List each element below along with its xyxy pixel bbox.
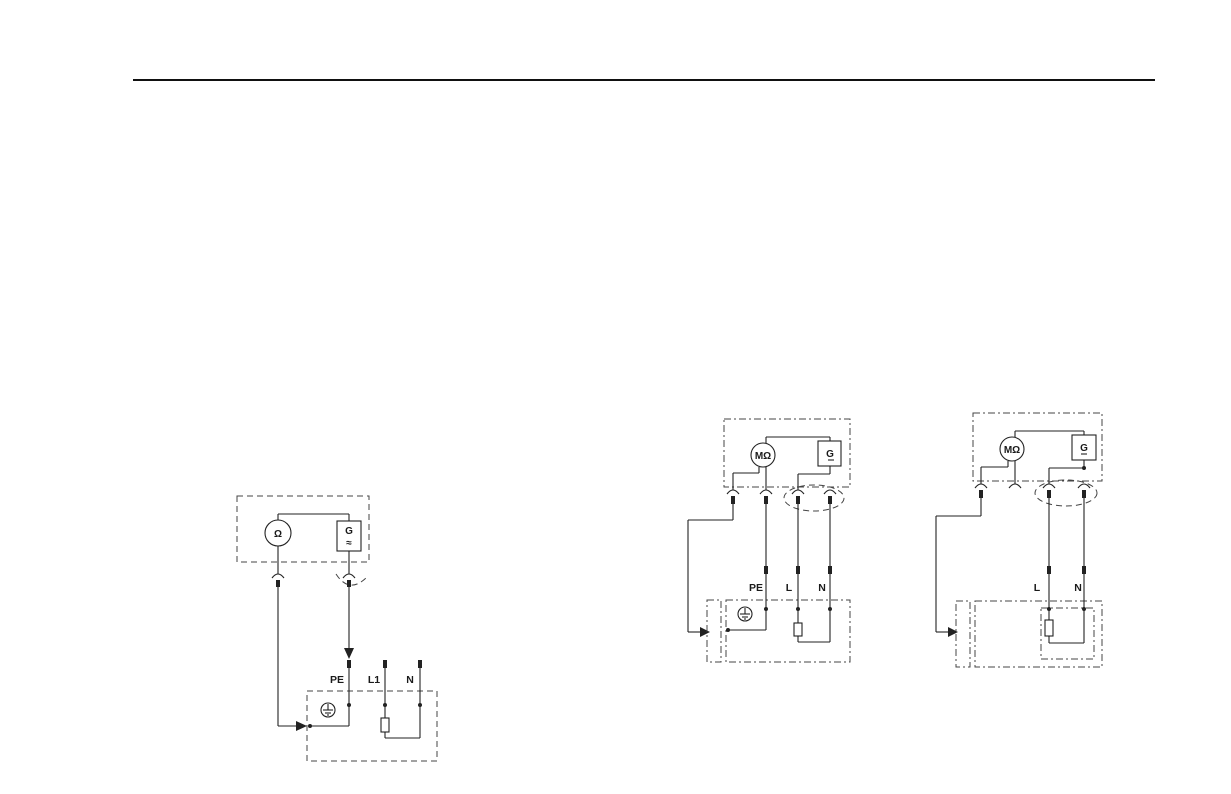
generator-symbol: G — [345, 526, 353, 537]
label-n: N — [818, 582, 826, 594]
socket-icon — [792, 490, 804, 494]
label-l: L — [786, 582, 793, 594]
generator-symbol: G — [1080, 443, 1088, 454]
label-l1: L1 — [368, 674, 380, 686]
label-pe: PE — [330, 674, 344, 686]
diagram-insulation-pe: MΩ G PE L N — [688, 419, 850, 662]
generator-subsymbol: ≈ — [346, 538, 352, 549]
label-l: L — [1034, 582, 1041, 594]
load-resistor — [381, 718, 389, 732]
socket-icon — [1078, 484, 1090, 488]
shield-ellipse — [784, 485, 844, 511]
device-under-test — [975, 601, 1102, 667]
socket-icon — [975, 484, 987, 488]
socket-icon — [760, 490, 772, 494]
megohm-meter-symbol: MΩ — [1004, 445, 1020, 456]
socket-icon — [824, 490, 836, 494]
load-resistor — [794, 623, 802, 636]
probe-box — [956, 601, 970, 667]
socket-icon — [1043, 484, 1055, 488]
socket-icon — [727, 490, 739, 494]
label-n: N — [1074, 582, 1082, 594]
label-n: N — [406, 674, 414, 686]
diagram-insulation-no-pe: MΩ G L N — [936, 413, 1102, 667]
megohm-meter-symbol: MΩ — [755, 451, 771, 462]
plug-icon — [276, 580, 280, 587]
socket-icon — [343, 574, 355, 578]
generator-symbol: G — [826, 449, 834, 460]
socket-icon — [1009, 484, 1021, 488]
socket-icon — [272, 574, 284, 578]
probe-arrow-icon — [700, 627, 710, 637]
plug-icon — [347, 580, 351, 587]
shield-ellipse — [1035, 480, 1097, 506]
label-pe: PE — [749, 582, 763, 594]
load-resistor — [1045, 620, 1053, 636]
ohm-meter-symbol: Ω — [274, 529, 282, 540]
probe-arrow-icon — [296, 721, 307, 731]
probe-arrow-icon — [344, 648, 354, 659]
diagram-earth-resistance: Ω G ≈ PE L1 N — [237, 496, 437, 761]
probe-box — [707, 600, 721, 662]
